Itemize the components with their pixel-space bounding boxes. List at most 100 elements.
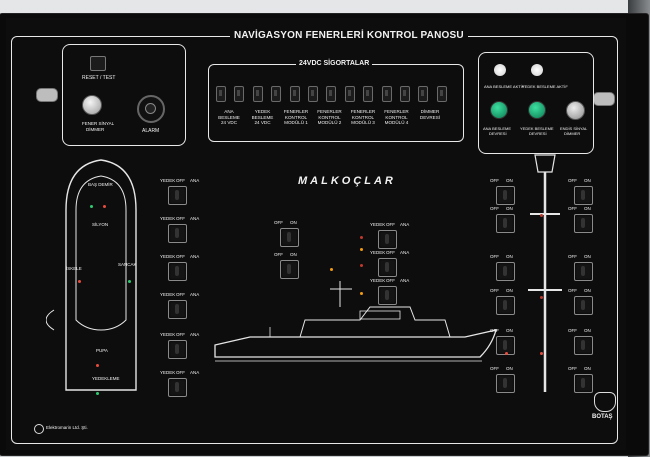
fener-dimmer-knob[interactable] [82, 95, 102, 115]
fuse-label-line: DEVRESİ [419, 114, 441, 120]
switch-position-label: ON [584, 328, 591, 333]
left-latch[interactable] [36, 88, 58, 102]
yedekleme-label: YEDEKLEME [92, 376, 120, 381]
light-selector-switch[interactable] [378, 286, 397, 305]
lamp2-label: YEDEK BESLEME AKTİF [522, 84, 568, 89]
switch-position-label: OFF [490, 206, 499, 211]
light-selector-switch[interactable] [496, 262, 515, 281]
status-led [540, 352, 543, 355]
right-latch[interactable] [593, 92, 615, 106]
hull-top-view [46, 159, 137, 391]
fuse-label-line: ANA [224, 109, 234, 114]
light-selector-switch[interactable] [280, 228, 299, 247]
status-led [128, 280, 131, 283]
switch-position-label: ON [290, 220, 297, 225]
status-led [505, 352, 508, 355]
fuse-holder[interactable] [308, 86, 318, 102]
light-selector-switch[interactable] [168, 186, 187, 205]
alarm-buzzer-center [145, 103, 156, 114]
status-led [360, 236, 363, 239]
switch-position-label: ON [584, 254, 591, 259]
iskele-label: İSKELE [66, 266, 82, 271]
mast-diagram [528, 154, 562, 392]
left-control-box [62, 44, 186, 146]
switch-position-label: OFF [490, 254, 499, 259]
fuse-holder[interactable] [400, 86, 410, 102]
switch-position-label: OFF [568, 328, 577, 333]
switch-position-label: YEDEK [370, 222, 386, 227]
status-led [96, 392, 99, 395]
yedek-besleme-button[interactable] [528, 101, 546, 119]
status-led [103, 205, 106, 208]
light-selector-switch[interactable] [574, 214, 593, 233]
knob-label-1: ENDİS SİNYAL [560, 126, 588, 131]
fuse-holder[interactable] [418, 86, 429, 102]
fuse-header: 24VDC SİGORTALAR [296, 60, 373, 67]
fuse-holder[interactable] [436, 86, 447, 102]
light-selector-switch[interactable] [574, 262, 593, 281]
light-selector-switch[interactable] [168, 378, 187, 397]
light-selector-switch[interactable] [574, 296, 593, 315]
switch-position-label: OFF [568, 254, 577, 259]
status-led [330, 268, 333, 271]
light-selector-switch[interactable] [168, 262, 187, 281]
fuse-label-line: MODÜLÜ 4 [384, 120, 409, 125]
fener-dimmer-label-2: DİMMER [86, 127, 105, 132]
btn2-label-1: YEDEK BESLEME [520, 126, 554, 131]
switch-position-label: ON [584, 178, 591, 183]
switch-position-label: OFF [490, 178, 499, 183]
ana-besleme-button[interactable] [490, 101, 508, 119]
fuse-holder[interactable] [381, 86, 392, 102]
fuse-label-line: 24 VDC [254, 120, 271, 125]
light-selector-switch[interactable] [280, 260, 299, 279]
fuse-holder[interactable] [326, 86, 337, 102]
switch-position-label: YEDEK [160, 370, 176, 375]
endis-dimmer-knob[interactable] [566, 101, 585, 120]
ana-besleme-lamp [494, 64, 506, 76]
light-selector-switch[interactable] [496, 296, 515, 315]
switch-position-label: ANA [190, 332, 200, 337]
fener-dimmer-label-1: FENER SİNYAL [82, 121, 115, 126]
ship-side-view [214, 281, 497, 362]
light-selector-switch[interactable] [168, 340, 187, 359]
status-led [360, 264, 363, 267]
sancak-label: SANCAK [118, 262, 137, 267]
light-selector-switch[interactable] [496, 214, 515, 233]
light-selector-switch[interactable] [168, 300, 187, 319]
fuse-holder[interactable] [344, 86, 355, 102]
fuse-label-line: 24 VDC [220, 120, 238, 125]
fuse-label-line: KONTROL [284, 114, 308, 120]
fuse-label-line: FENERLER [350, 109, 376, 114]
switch-position-label: ON [506, 254, 513, 259]
light-selector-switch[interactable] [574, 374, 593, 393]
switch-position-label: YEDEK [160, 178, 176, 183]
switch-position-label: OFF [176, 254, 185, 259]
light-selector-switch[interactable] [378, 258, 397, 277]
fuse-holder[interactable] [234, 86, 245, 102]
light-selector-switch[interactable] [496, 374, 515, 393]
fuse-label-line: MODÜLÜ 3 [351, 120, 375, 125]
fuse-holder[interactable] [252, 86, 263, 102]
switch-position-label: OFF [274, 252, 283, 257]
reset-test-button[interactable] [90, 56, 106, 71]
fuse-holder[interactable] [363, 86, 374, 102]
light-selector-switch[interactable] [168, 224, 187, 243]
fuse-holder[interactable] [216, 86, 226, 102]
fuse-label-line: BESLEME [251, 114, 274, 120]
fuse-holder[interactable] [271, 86, 282, 102]
panel-title: NAVİGASYON FENERLERİ KONTROL PANOSU [230, 30, 468, 41]
silyon-label: SİLYON [92, 222, 109, 227]
switch-position-label: ANA [190, 178, 200, 183]
light-selector-switch[interactable] [574, 336, 593, 355]
light-selector-switch[interactable] [378, 230, 397, 249]
light-selector-switch[interactable] [574, 186, 593, 205]
switch-position-label: ON [506, 328, 513, 333]
fuse-holder[interactable] [289, 86, 300, 102]
switch-position-label: YEDEK [160, 254, 176, 259]
switch-position-label: OFF [568, 366, 577, 371]
light-selector-switch[interactable] [496, 186, 515, 205]
switch-position-label: ANA [400, 222, 410, 227]
switch-position-label: OFF [176, 216, 185, 221]
